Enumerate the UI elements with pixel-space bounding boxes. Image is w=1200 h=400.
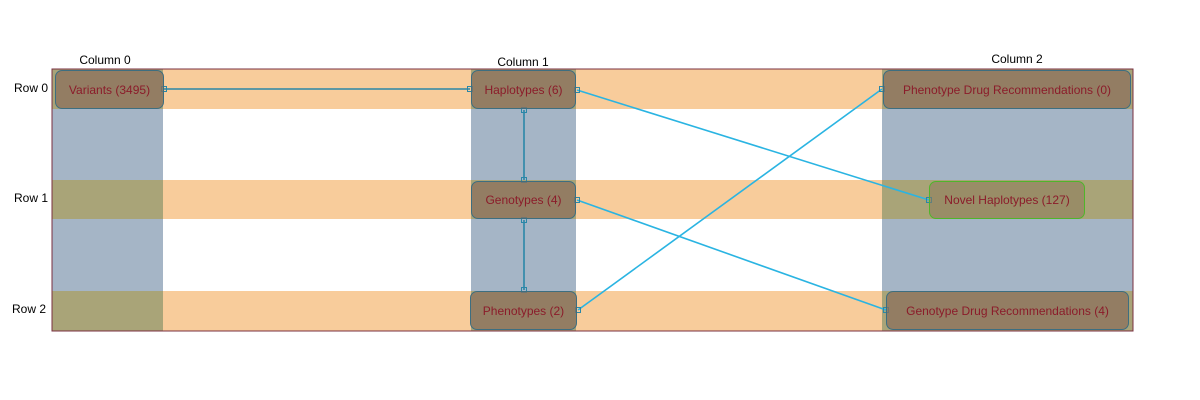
row-label-2: Row 2 (12, 302, 47, 316)
row-label-0: Row 0 (14, 81, 49, 95)
edge-phenotypes-phenotype-drug-recommendations (577, 88, 883, 311)
band-overlap-2-0 (52, 291, 163, 331)
column-label-1: Column 1 (497, 55, 549, 69)
row-label-1: Row 1 (14, 191, 49, 205)
node-phenotype-drug-recommendations[interactable]: Phenotype Drug Recommendations (0) (883, 70, 1131, 109)
node-genotypes[interactable]: Genotypes (4) (471, 181, 576, 219)
column-label-2: Column 2 (991, 52, 1043, 66)
edge-haplotypes-novel-haplotypes (576, 89, 930, 201)
node-variants[interactable]: Variants (3495) (55, 70, 164, 109)
grid-frame (51, 68, 1134, 332)
node-novel-haplotypes[interactable]: Novel Haplotypes (127) (929, 181, 1085, 219)
node-haplotypes[interactable]: Haplotypes (6) (471, 70, 576, 109)
band-overlap-1-0 (52, 180, 163, 219)
node-phenotypes[interactable]: Phenotypes (2) (470, 291, 577, 330)
column-label-0: Column 0 (79, 53, 131, 67)
edge-genotypes-genotype-drug-recommendations (576, 199, 887, 311)
node-genotype-drug-recommendations[interactable]: Genotype Drug Recommendations (4) (886, 291, 1129, 330)
